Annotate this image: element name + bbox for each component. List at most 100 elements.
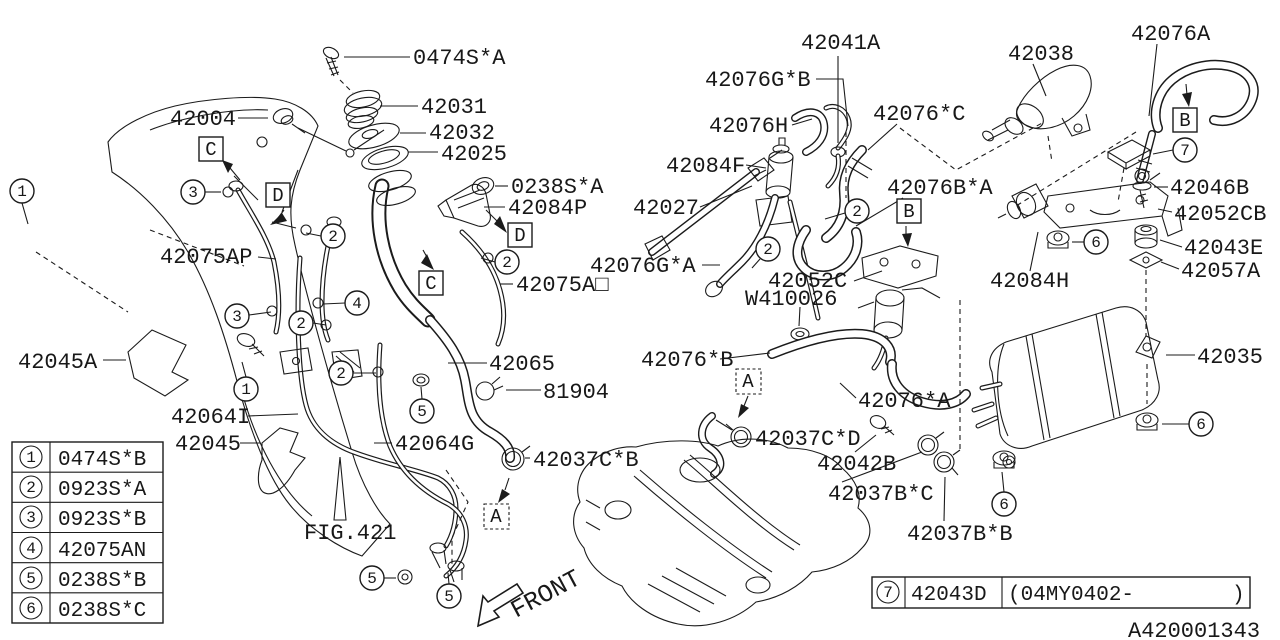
callout-2: 2 — [824, 198, 870, 224]
part-label-42037c-d[interactable]: 42037C*D — [755, 427, 861, 452]
part-label-42057a[interactable]: 42057A — [1181, 259, 1261, 284]
purge-pipes-valves-art — [644, 103, 971, 476]
part-label-42025[interactable]: 42025 — [441, 142, 507, 167]
svg-text:B: B — [903, 201, 914, 223]
svg-text:3: 3 — [232, 308, 242, 326]
part-label-w410026[interactable]: W410026 — [745, 287, 837, 312]
legend-callout7[interactable]: 7 42043D (04MY0402- ) — [871, 576, 1251, 609]
part-label-42032[interactable]: 42032 — [429, 121, 495, 146]
part-label-42052c[interactable]: 42052C — [768, 269, 847, 294]
svg-text:2: 2 — [502, 254, 512, 272]
svg-text:4: 4 — [352, 295, 362, 313]
callout-6: 6 — [1162, 411, 1214, 437]
callout-5: 5 — [409, 386, 435, 424]
part-label-42076b-a[interactable]: 42076B*A — [887, 176, 993, 201]
protector-panel-art — [107, 96, 391, 557]
part-label-42045[interactable]: 42045 — [175, 432, 241, 457]
part-label-42035[interactable]: 42035 — [1197, 345, 1263, 370]
legend-code: 42075AN — [58, 540, 146, 563]
svg-text:1: 1 — [17, 183, 27, 201]
part-label-42041a[interactable]: 42041A — [801, 31, 881, 56]
part-labels: 0474S*A 42004 42031 42032 42025 0238S*A … — [18, 22, 1266, 547]
part-label-42037c-b[interactable]: 42037C*B — [533, 448, 639, 473]
ref-box-c: C — [418, 270, 444, 296]
ref-box-b: B — [896, 198, 922, 224]
svg-text:5: 5 — [26, 570, 36, 588]
svg-text:3: 3 — [188, 184, 198, 202]
part-label-42075ap[interactable]: 42075AP — [160, 245, 252, 270]
part-label-42084h[interactable]: 42084H — [990, 269, 1069, 294]
part-label-42064i[interactable]: 42064I — [171, 405, 250, 430]
part-label-42076g-a[interactable]: 42076G*A — [590, 254, 696, 279]
part-label-0238s-a[interactable]: 0238S*A — [511, 175, 604, 200]
part-label-42065[interactable]: 42065 — [489, 352, 555, 377]
fig-reference[interactable]: FIG.421 — [304, 521, 396, 546]
part-label-81904[interactable]: 81904 — [543, 380, 609, 405]
sensor-42084p-art — [437, 177, 495, 227]
ref-arrow-icon-b1 — [1182, 83, 1192, 107]
bracket-and-mounts-art — [997, 139, 1183, 269]
left-hoses-art — [222, 180, 507, 347]
part-label-42084p[interactable]: 42084P — [508, 196, 587, 221]
callout-5: 5 — [436, 572, 462, 609]
part-label-42037b-b[interactable]: 42037B*B — [907, 522, 1013, 547]
callout-3: 3 — [224, 303, 272, 329]
part-label-42084f[interactable]: 42084F — [666, 154, 745, 179]
part-label-42076g-b[interactable]: 42076G*B — [705, 68, 811, 93]
part-label-42076-b[interactable]: 42076*B — [641, 348, 733, 373]
part-label-42076a[interactable]: 42076A — [1131, 22, 1211, 47]
ref-arrow-icon-a2 — [738, 395, 749, 418]
canister-art — [971, 306, 1161, 469]
part-label-42031[interactable]: 42031 — [421, 95, 487, 120]
ref-box-c: C — [198, 136, 224, 162]
ref-box-d: D — [507, 222, 533, 248]
callout-4: 4 — [322, 290, 370, 316]
part-label-0474s-a[interactable]: 0474S*A — [413, 46, 506, 71]
callout-6: 6 — [991, 471, 1017, 517]
part-label-42076-a[interactable]: 42076*A — [858, 389, 951, 414]
front-label: FRONT — [506, 564, 586, 625]
part-label-42052cb[interactable]: 42052CB — [1174, 202, 1266, 227]
part-label-42038[interactable]: 42038 — [1008, 42, 1074, 67]
svg-text:3: 3 — [26, 509, 36, 527]
ref-arrow-icon-c2 — [421, 249, 434, 270]
svg-text:B: B — [1179, 110, 1190, 132]
callout-1: 1 — [9, 178, 35, 225]
legend-code: 0923S*A — [58, 479, 147, 502]
callouts: 1 1 2 2 2 2 2 2 3 3 4 5 5 5 6 6 6 7 — [9, 137, 1214, 609]
svg-text:2: 2 — [296, 315, 306, 333]
svg-text:5: 5 — [444, 588, 454, 606]
svg-text:D: D — [272, 185, 283, 207]
part-label-42075ad[interactable]: 42075A□ — [516, 273, 608, 298]
part-label-42027[interactable]: 42027 — [633, 196, 699, 221]
part-label-42004[interactable]: 42004 — [170, 107, 236, 132]
ref-arrows — [222, 83, 1192, 503]
front-arrow-icon — [476, 582, 525, 628]
part-label-42076h[interactable]: 42076H — [709, 114, 788, 139]
legend7-part: 42043D — [911, 584, 987, 607]
part-label-42045a[interactable]: 42045A — [18, 350, 98, 375]
svg-text:2: 2 — [763, 241, 773, 259]
part-label-42046b[interactable]: 42046B — [1170, 176, 1249, 201]
ref-arrow-icon-a1 — [498, 477, 510, 503]
callout-6: 6 — [1072, 229, 1109, 255]
construction-lines — [35, 79, 1148, 564]
part-label-42064g[interactable]: 42064G — [395, 432, 474, 457]
solenoid-valve-42038-art — [982, 64, 1092, 142]
part-label-42042b[interactable]: 42042B — [817, 452, 896, 477]
ref-box-a-dashed: A — [735, 368, 762, 395]
part-label-42037b-c[interactable]: 42037B*C — [828, 482, 934, 507]
callout-3: 3 — [180, 179, 221, 205]
legend-code: 0238S*C — [58, 600, 146, 623]
part-label-42076-c[interactable]: 42076*C — [873, 102, 965, 127]
ref-arrow-icon-c1 — [222, 160, 241, 181]
legend7-border — [871, 576, 1251, 609]
part-label-42043e[interactable]: 42043E — [1184, 236, 1263, 261]
